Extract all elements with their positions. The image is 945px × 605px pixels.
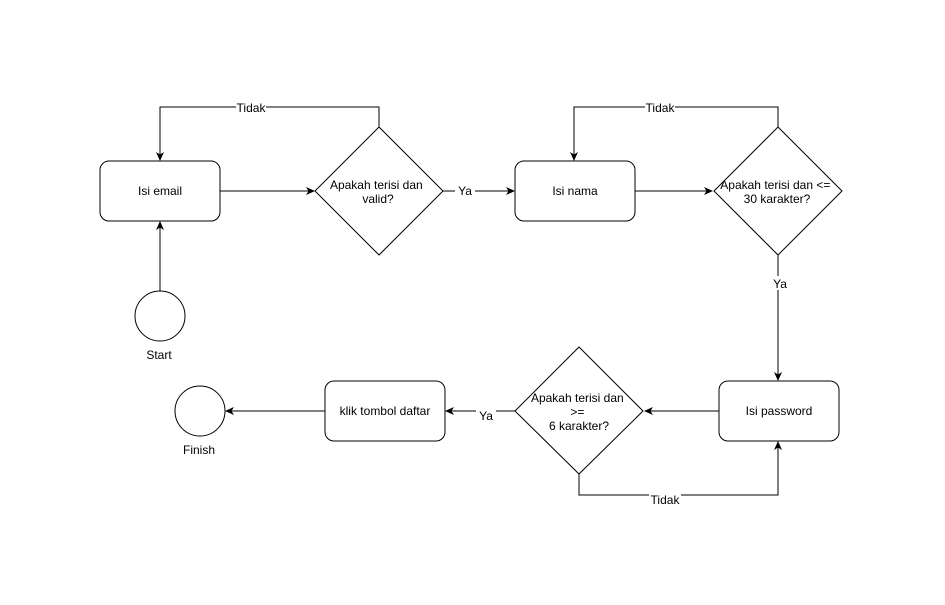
edge-labels: Tidak Ya Tidak Ya Tidak Ya: [236, 101, 790, 507]
node-cek-password[interactable]: Apakah terisi dan >= 6 karakter?: [514, 346, 644, 475]
edge-label-cek-nama-tidak: Tidak: [646, 101, 676, 115]
cek-password-text: Apakah terisi dan >= 6 karakter?: [531, 391, 627, 433]
isi-nama-box[interactable]: [514, 160, 636, 222]
node-finish[interactable]: Finish: [174, 385, 226, 457]
cek-password-diamond[interactable]: [514, 346, 644, 475]
node-cek-email[interactable]: Apakah terisi dan valid?: [314, 126, 444, 256]
start-circle[interactable]: [134, 290, 186, 342]
cek-email-diamond[interactable]: [314, 126, 444, 256]
edge-label-cek-password-tidak: Tidak: [651, 493, 681, 507]
cek-email-text: Apakah terisi dan valid?: [330, 178, 426, 206]
isi-email-box[interactable]: [99, 160, 221, 222]
cek-nama-text: Apakah terisi dan <= 30 karakter?: [720, 178, 833, 206]
edge-label-cek-email-tidak: Tidak: [237, 101, 267, 115]
cek-nama-diamond[interactable]: [713, 126, 843, 256]
isi-email-label: Isi email: [138, 184, 182, 198]
cek-email-line-1: Apakah terisi dan: [330, 178, 423, 192]
isi-nama-label: Isi nama: [552, 184, 598, 198]
isi-password-box[interactable]: [718, 380, 840, 442]
cek-password-line-1: Apakah terisi dan: [531, 391, 624, 405]
node-cek-nama[interactable]: Apakah terisi dan <= 30 karakter?: [713, 126, 843, 256]
edge-cek-nama-tidak[interactable]: [570, 106, 779, 161]
edge-cek-password-tidak[interactable]: [578, 441, 782, 496]
cek-email-line-2: valid?: [362, 192, 394, 206]
cek-password-line-3: 6 karakter?: [549, 419, 609, 433]
node-start[interactable]: Start: [134, 290, 186, 362]
isi-password-label: Isi password: [746, 404, 813, 418]
klik-daftar-box[interactable]: [324, 380, 446, 442]
cek-nama-line-1: Apakah terisi dan <=: [720, 178, 830, 192]
node-isi-nama[interactable]: Isi nama: [514, 160, 636, 222]
node-isi-email[interactable]: Isi email: [99, 160, 221, 222]
cek-password-line-2: >=: [570, 405, 584, 419]
edge-label-cek-nama-ya: Ya: [773, 277, 787, 291]
cek-nama-line-2: 30 karakter?: [744, 192, 811, 206]
finish-label: Finish: [183, 443, 215, 457]
edge-label-cek-email-ya: Ya: [458, 184, 472, 198]
klik-daftar-label: klik tombol daftar: [340, 404, 431, 418]
edge-cek-email-tidak[interactable]: [156, 106, 380, 161]
edges: [156, 106, 782, 496]
start-label: Start: [146, 348, 172, 362]
finish-circle[interactable]: [174, 385, 226, 437]
edge-label-cek-password-ya: Ya: [479, 409, 493, 423]
nodes: Start Isi email Apakah terisi dan valid?…: [99, 126, 843, 475]
node-isi-password[interactable]: Isi password: [718, 380, 840, 442]
node-klik-daftar[interactable]: klik tombol daftar: [324, 380, 446, 442]
